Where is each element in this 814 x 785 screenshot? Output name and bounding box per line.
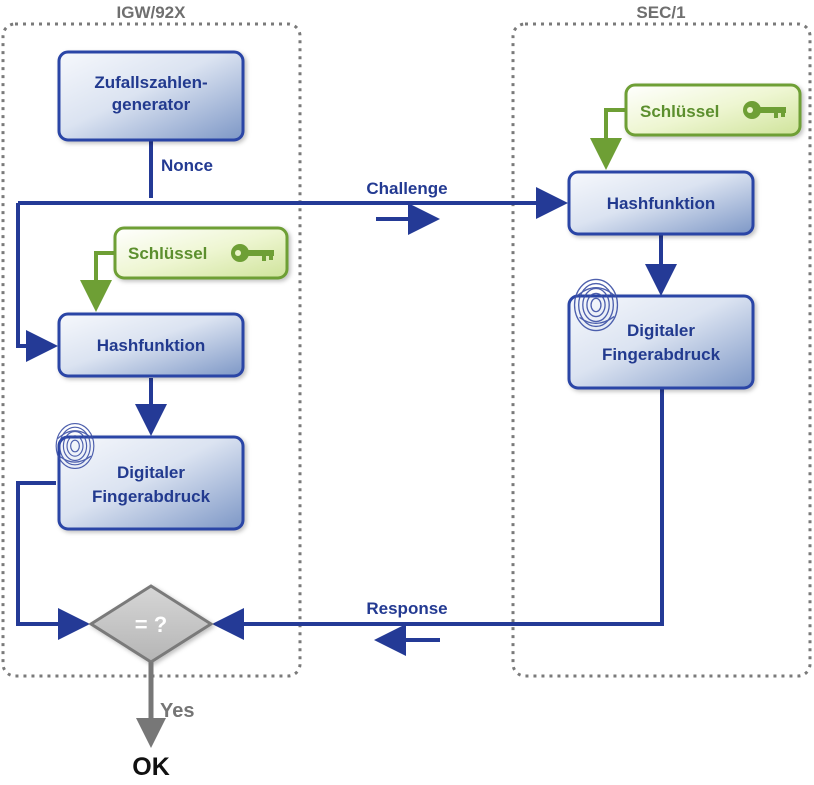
left-key-label: Schlüssel [128,244,207,263]
random-generator-box [57,50,245,142]
key-icon [231,244,274,262]
left-digest-to-compare-edge [16,481,90,640]
yes-label: Yes [160,700,194,722]
nonce-label: Nonce [161,156,213,175]
left-key-edge [80,251,115,312]
right-key-box [624,83,802,137]
left-digest-label-line2: Fingerabdruck [92,487,211,506]
response-label: Response [366,599,447,618]
right-digest-box [567,294,755,390]
compare-label: = ? [135,612,167,637]
right-hash-box [567,170,755,236]
response-edge [212,388,664,640]
left-hash-label: Hashfunktion [97,336,206,355]
group-title-right: SEC/1 [636,3,685,22]
left-digest-box [57,435,245,531]
random-generator-label-line2: generator [112,95,191,114]
random-generator-label-line1: Zufallszahlen- [94,73,207,92]
flow-lines [16,140,677,656]
result-label: OK [132,753,170,781]
right-key-label: Schlüssel [640,102,719,121]
challenge-label: Challenge [366,179,447,198]
group-title-left: IGW/92X [117,3,187,22]
right-key-edge [590,108,626,170]
group-frame-right [511,22,812,678]
challenge-to-left-hash-edge [16,203,58,362]
left-key-box [113,226,289,280]
right-digest-label-line1: Digitaler [627,321,695,340]
right-hash-label: Hashfunktion [607,194,716,213]
left-digest-label-line1: Digitaler [117,463,185,482]
key-icon [743,101,786,119]
right-digest-label-line2: Fingerabdruck [602,345,721,364]
left-hash-box [57,312,245,378]
